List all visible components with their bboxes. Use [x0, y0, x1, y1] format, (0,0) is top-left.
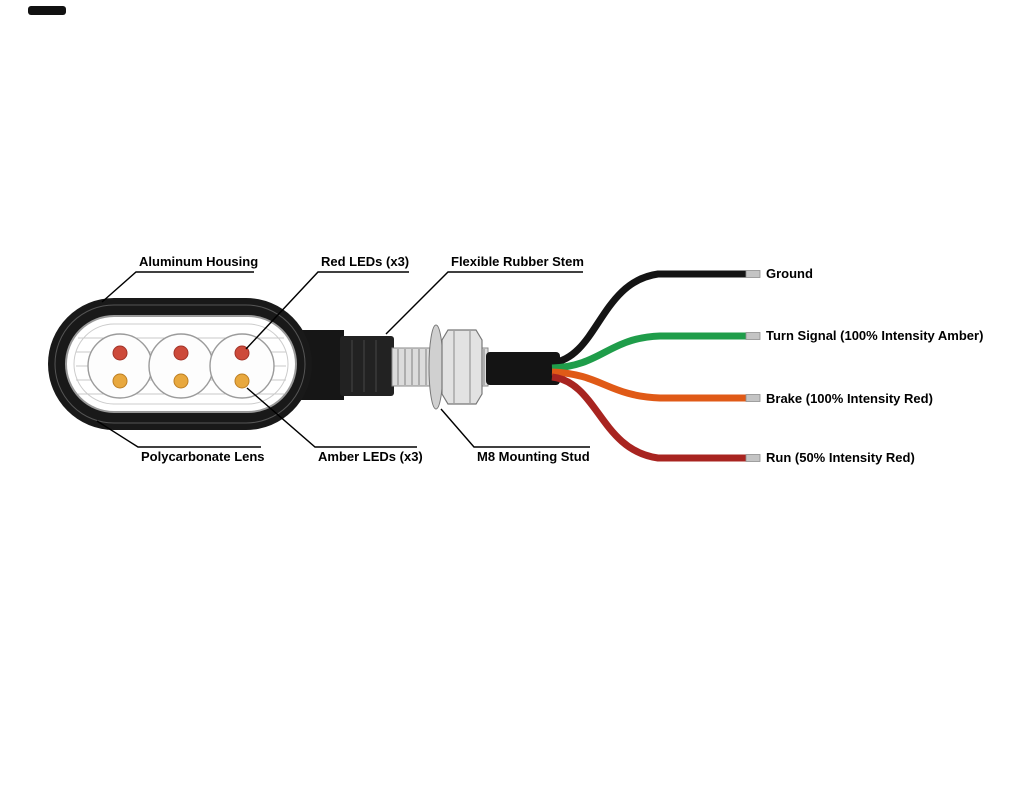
aluminum-housing-leader-line	[101, 271, 254, 303]
ground-wire	[551, 270, 746, 367]
amber-led	[173, 373, 189, 389]
housing-inner-line	[54, 304, 306, 424]
brake-wire-label: Brake (100% Intensity Red)	[766, 391, 933, 406]
brake-wire	[551, 368, 746, 402]
led-optic-circle	[209, 333, 275, 399]
polycarbonate-lens-label: Polycarbonate Lens	[141, 449, 265, 464]
run-wire	[551, 373, 746, 462]
red-led	[234, 345, 250, 361]
amber-leds-leader-line	[246, 387, 417, 448]
corner-mark	[28, 6, 66, 15]
turn-signal-wire	[551, 332, 746, 372]
ground-wire-label: Ground	[766, 266, 813, 281]
lens-inner-line	[73, 323, 289, 405]
wire-sheath	[486, 352, 560, 385]
turn-signal-wire-label: Turn Signal (100% Intensity Amber)	[766, 328, 983, 343]
aluminum-housing-label: Aluminum Housing	[139, 254, 258, 269]
red-leds-label: Red LEDs (x3)	[321, 254, 409, 269]
amber-led	[234, 373, 250, 389]
red-led	[173, 345, 189, 361]
ground-wire-tip	[745, 270, 761, 278]
turn-signal-wire-tip	[745, 332, 761, 340]
brake-wire-tip	[745, 394, 761, 402]
red-led	[112, 345, 128, 361]
m8-mounting-stud-label: M8 Mounting Stud	[477, 449, 590, 464]
run-wire-tip	[745, 454, 761, 462]
hex-nut	[441, 329, 483, 405]
wire-labels: Ground Turn Signal (100% Intensity Amber…	[766, 266, 983, 465]
lamp-assembly	[48, 298, 560, 430]
polycarbonate-lens-leader-line	[96, 420, 261, 448]
m8-mounting-stud-leader-line	[440, 408, 590, 448]
flexible-rubber-stem	[340, 336, 394, 396]
red-leds-leader-line	[245, 271, 409, 350]
wire-harness	[551, 270, 761, 462]
flexible-rubber-stem-label: Flexible Rubber Stem	[451, 254, 584, 269]
run-wire-label: Run (50% Intensity Red)	[766, 450, 915, 465]
amber-leds-label: Amber LEDs (x3)	[318, 449, 423, 464]
amber-led	[112, 373, 128, 389]
part-callouts: Aluminum Housing Red LEDs (x3) Flexible …	[96, 254, 590, 464]
stud-washer	[428, 324, 444, 410]
flexible-rubber-stem-leader-line	[385, 271, 583, 335]
